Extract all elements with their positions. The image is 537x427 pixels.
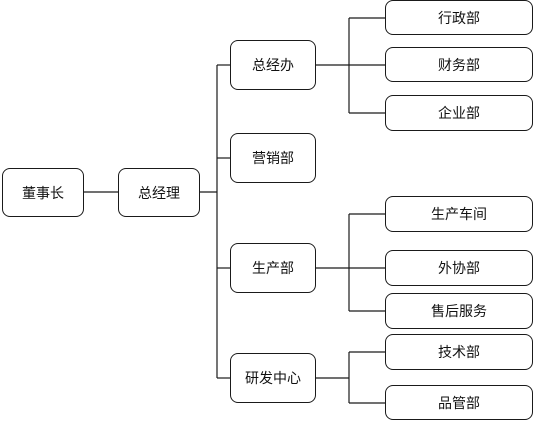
node-general-office: 总经办 [230, 40, 316, 90]
node-marketing: 营销部 [230, 133, 316, 183]
node-technical-dept: 技术部 [385, 334, 533, 370]
node-chairman: 董事长 [2, 168, 84, 217]
node-admin-dept: 行政部 [385, 0, 533, 35]
node-rnd-center: 研发中心 [230, 353, 316, 403]
node-after-sales: 售后服务 [385, 293, 533, 329]
node-finance-dept: 财务部 [385, 47, 533, 82]
node-outsourcing-dept: 外协部 [385, 250, 533, 286]
node-production: 生产部 [230, 243, 316, 293]
node-quality-dept: 品管部 [385, 385, 533, 420]
node-general-manager: 总经理 [118, 168, 200, 217]
node-enterprise-dept: 企业部 [385, 95, 533, 131]
node-production-workshop: 生产车间 [385, 196, 533, 232]
